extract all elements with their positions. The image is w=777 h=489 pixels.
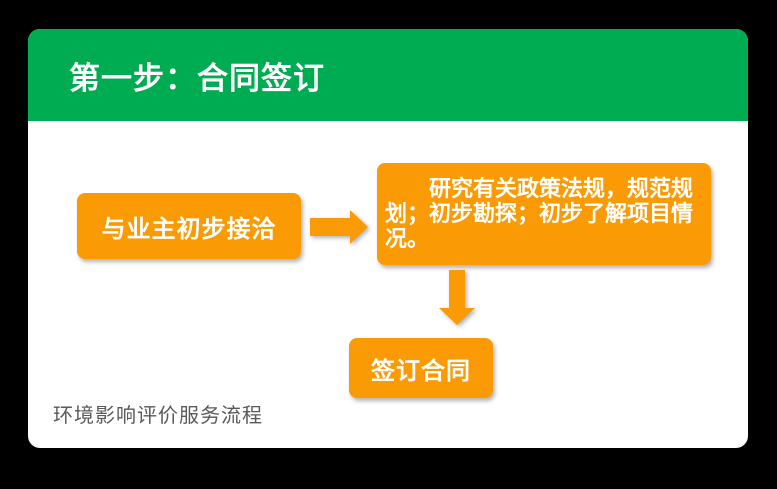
arrow-down-head	[439, 308, 475, 325]
step-title: 第一步：合同签订	[69, 60, 325, 96]
arrow-down-shaft	[449, 270, 465, 308]
arrow-right-icon	[310, 210, 368, 244]
flow-box-research-policies-label: 研究有关政策法规，规范规划；初步勘探；初步了解项目情况。	[385, 176, 694, 251]
flow-box-sign-contract: 签订合同	[349, 338, 493, 398]
arrow-right-head	[350, 210, 368, 244]
flow-box-initial-contact-label: 与业主初步接洽	[101, 215, 277, 243]
footer-caption: 环境影响评价服务流程	[53, 405, 263, 427]
arrow-right-shaft	[310, 218, 350, 236]
flow-box-sign-contract-label: 签订合同	[371, 357, 471, 385]
flow-box-initial-contact: 与业主初步接洽	[77, 193, 301, 259]
slide-card: 第一步：合同签订 与业主初步接洽 研究有关政策法规，规范规划；初步勘探；初步了解…	[28, 29, 748, 448]
arrow-down-icon	[439, 270, 475, 325]
flow-box-research-policies: 研究有关政策法规，规范规划；初步勘探；初步了解项目情况。	[377, 163, 711, 265]
step-header-bar: 第一步：合同签订	[28, 29, 748, 121]
